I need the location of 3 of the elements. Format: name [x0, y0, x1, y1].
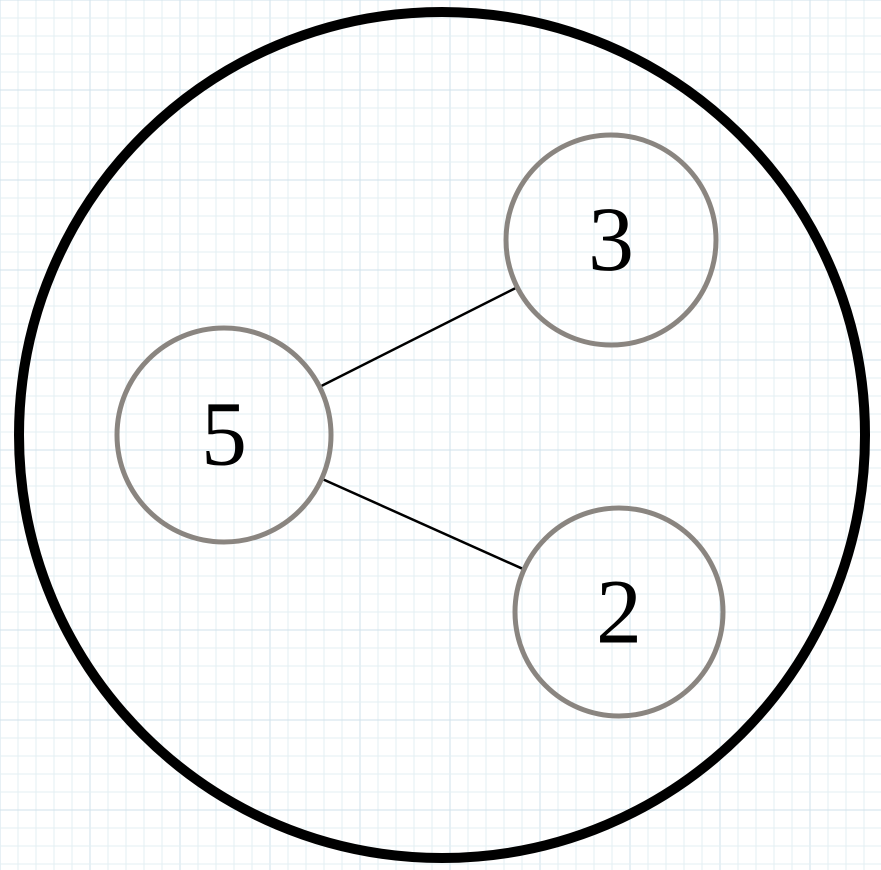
connector-line — [321, 287, 516, 387]
outer-circle — [14, 7, 870, 863]
connector-line — [323, 478, 522, 570]
